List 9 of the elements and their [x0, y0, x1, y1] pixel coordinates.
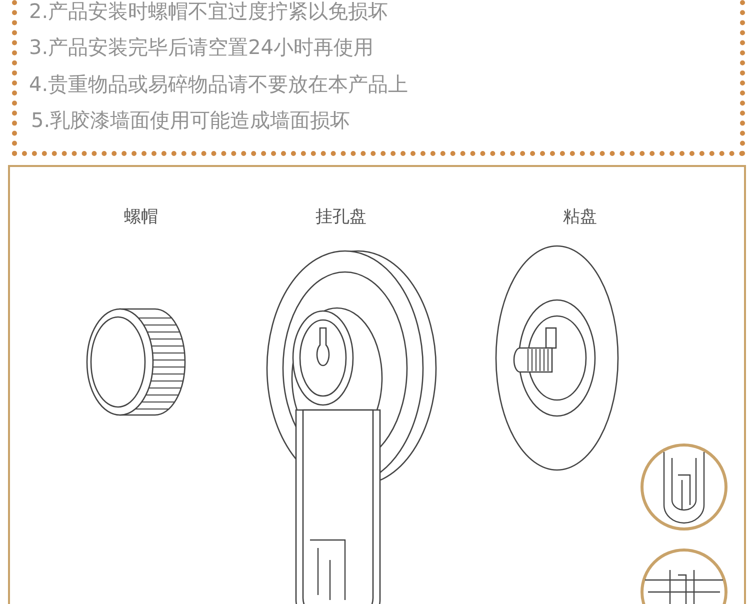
part-label: 螺帽: [123, 206, 159, 228]
part-label: 挂孔盘: [314, 206, 368, 228]
note-text: 5.乳胶漆墙面使用可能造成墙面损坏: [31, 107, 350, 134]
part-label: 粘盘: [562, 206, 598, 228]
note-text: 3.产品安装完毕后请空置24小时再使用: [29, 34, 374, 61]
note-text: 4.贵重物品或易碎物品请不要放在本产品上: [29, 71, 408, 98]
notes-box: [12, 0, 745, 156]
panel: [8, 165, 746, 604]
note-text: 2.产品安装时螺帽不宜过度拧紧以免损坏: [29, 0, 388, 25]
